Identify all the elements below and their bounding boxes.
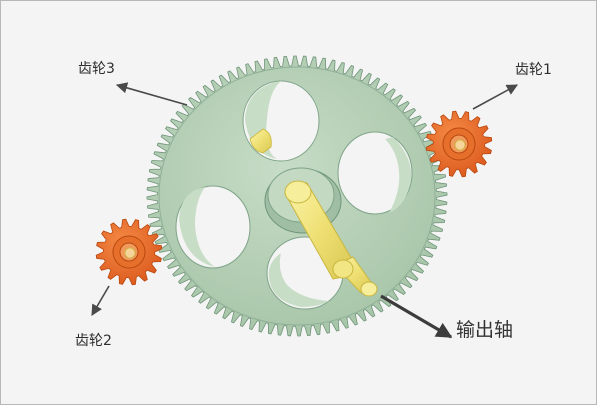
label-gear3: 齿轮3	[78, 61, 115, 77]
pinion-gear-2	[95, 218, 163, 286]
main-gear-rim	[158, 66, 436, 326]
gear-hole-right	[337, 131, 413, 215]
arrow-gear3	[115, 82, 188, 106]
shaft-rear-stub	[249, 128, 272, 154]
output-shaft	[284, 180, 378, 297]
gear-hole-right-inner-wall	[385, 137, 412, 213]
arrow-gear1	[472, 84, 518, 110]
label-output-shaft: 输出轴	[456, 319, 514, 341]
main-gear-root-circle	[158, 66, 436, 326]
gear-hole-bottom-inner-wall	[268, 253, 329, 307]
gear-hole-left-inner-wall	[179, 187, 215, 267]
label-gear2: 齿轮2	[75, 333, 112, 349]
arrow-gear2	[91, 285, 110, 316]
arrow-output-shaft	[380, 294, 453, 339]
label-gear1: 齿轮1	[515, 62, 552, 78]
pinion-gear-1	[425, 110, 493, 178]
